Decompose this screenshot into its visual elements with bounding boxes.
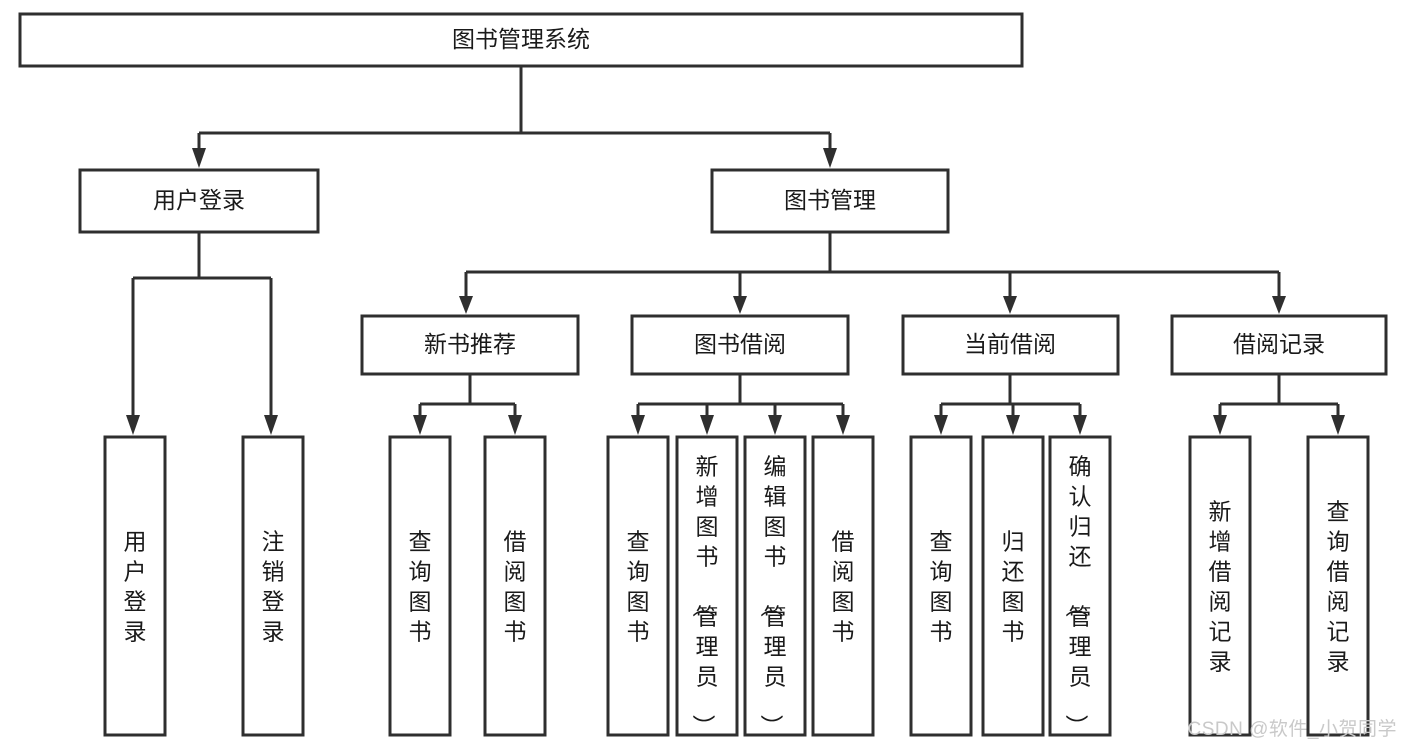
node-leaf-query-book-1-label: 查询图书	[409, 528, 432, 644]
arrowhead-leaf-borrow-book-1	[508, 415, 522, 435]
node-leaf-return-book-box	[981, 435, 1045, 737]
node-leaf-query-book-1[interactable]: 查询图书	[388, 435, 452, 737]
node-leaf-add-book[interactable]: 新增图书（管理员）	[675, 435, 739, 737]
node-leaf-query-record[interactable]: 查询借阅记录	[1306, 435, 1370, 737]
node-leaf-add-book-box	[675, 435, 739, 737]
node-book-manage-box	[710, 168, 950, 234]
node-leaf-add-record-box	[1188, 435, 1252, 737]
arrowhead-leaf-query-record	[1331, 415, 1345, 435]
node-leaf-return-book-label: 归还图书	[1002, 528, 1025, 644]
node-book-borrow-label: 图书借阅	[694, 331, 786, 357]
node-book-borrow[interactable]: 图书借阅	[630, 314, 850, 376]
node-leaf-add-record-label: 新增借阅记录	[1209, 498, 1232, 674]
arrowhead-leaf-add-record	[1213, 415, 1227, 435]
node-current-borrow[interactable]: 当前借阅	[901, 314, 1120, 376]
node-leaf-query-book-2[interactable]: 查询图书	[606, 435, 670, 737]
arrowhead-leaf-return-book	[1006, 415, 1020, 435]
arrowhead-new-book-recommend	[459, 296, 473, 314]
node-leaf-borrow-book-2[interactable]: 借阅图书	[811, 435, 875, 737]
arrowhead-borrow-record	[1272, 296, 1286, 314]
node-leaf-return-book[interactable]: 归还图书	[981, 435, 1045, 737]
node-leaf-edit-book-label: 编辑图书（管理员）	[759, 453, 787, 737]
node-leaf-confirm-return-box	[1048, 435, 1112, 737]
node-leaf-query-book-3-box	[909, 435, 973, 737]
node-book-borrow-box	[630, 314, 850, 376]
node-leaf-query-record-label: 查询借阅记录	[1327, 498, 1350, 674]
node-new-book-recommend-label: 新书推荐	[424, 331, 516, 357]
node-leaf-borrow-book-1-label: 借阅图书	[504, 528, 527, 644]
node-borrow-record-box	[1170, 314, 1388, 376]
node-leaf-user-login[interactable]: 用户登录	[103, 435, 167, 737]
node-leaf-logout-box	[241, 435, 305, 737]
node-new-book-recommend-box	[360, 314, 580, 376]
arrowhead-book-manage	[823, 148, 837, 168]
connector-layer	[126, 66, 1345, 435]
node-leaf-add-record[interactable]: 新增借阅记录	[1188, 435, 1252, 737]
node-current-borrow-label: 当前借阅	[964, 331, 1056, 357]
node-book-manage-label: 图书管理	[784, 187, 876, 213]
arrowhead-leaf-logout	[264, 415, 278, 435]
arrowhead-leaf-query-book-2	[631, 415, 645, 435]
node-leaf-user-login-box	[103, 435, 167, 737]
node-leaf-query-book-1-box	[388, 435, 452, 737]
node-leaf-edit-book-box	[743, 435, 807, 737]
arrowhead-leaf-borrow-book-2	[836, 415, 850, 435]
node-current-borrow-box	[901, 314, 1120, 376]
arrowhead-leaf-query-book-1	[413, 415, 427, 435]
node-borrow-record[interactable]: 借阅记录	[1170, 314, 1388, 376]
arrowhead-leaf-query-book-3	[934, 415, 948, 435]
node-leaf-logout[interactable]: 注销登录	[241, 435, 305, 737]
arrowhead-current-borrow	[1003, 296, 1017, 314]
node-leaf-edit-book[interactable]: 编辑图书（管理员）	[743, 435, 807, 737]
leaf-node-layer: 用户登录 注销登录 查询图书 借阅图书 查询图书 新增图书（管理员）	[103, 435, 1370, 737]
node-leaf-query-record-box	[1306, 435, 1370, 737]
node-leaf-confirm-return-label: 确认归还（管理员）	[1064, 453, 1092, 737]
node-leaf-add-book-label: 新增图书（管理员）	[691, 453, 719, 737]
node-root-box	[18, 12, 1024, 68]
arrowhead-leaf-user-login	[126, 415, 140, 435]
csdn-watermark: CSDN @软件_小贺同学	[1187, 719, 1397, 740]
node-leaf-query-book-3-label: 查询图书	[930, 528, 953, 644]
node-leaf-borrow-book-1-box	[483, 435, 547, 737]
node-new-book-recommend[interactable]: 新书推荐	[360, 314, 580, 376]
node-leaf-query-book-2-box	[606, 435, 670, 737]
node-user-login[interactable]: 用户登录	[78, 168, 320, 234]
arrowhead-book-borrow	[733, 296, 747, 314]
arrowhead-leaf-confirm-return	[1073, 415, 1087, 435]
node-leaf-query-book-2-label: 查询图书	[627, 528, 650, 644]
node-leaf-confirm-return[interactable]: 确认归还（管理员）	[1048, 435, 1112, 737]
node-book-manage[interactable]: 图书管理	[710, 168, 950, 234]
arrowhead-leaf-add-book	[700, 415, 714, 435]
node-root-book-management-system[interactable]: 图书管理系统	[18, 12, 1024, 68]
arrowhead-leaf-edit-book	[768, 415, 782, 435]
node-leaf-user-login-label: 用户登录	[124, 528, 147, 644]
arrowhead-user-login	[192, 148, 206, 168]
node-user-login-box	[78, 168, 320, 234]
node-leaf-borrow-book-1[interactable]: 借阅图书	[483, 435, 547, 737]
node-root-label: 图书管理系统	[452, 26, 590, 52]
node-leaf-query-book-3[interactable]: 查询图书	[909, 435, 973, 737]
node-leaf-logout-label: 注销登录	[262, 528, 285, 644]
node-borrow-record-label: 借阅记录	[1233, 331, 1325, 357]
node-leaf-borrow-book-2-label: 借阅图书	[832, 528, 855, 644]
node-user-login-label: 用户登录	[153, 187, 245, 213]
node-leaf-borrow-book-2-box	[811, 435, 875, 737]
